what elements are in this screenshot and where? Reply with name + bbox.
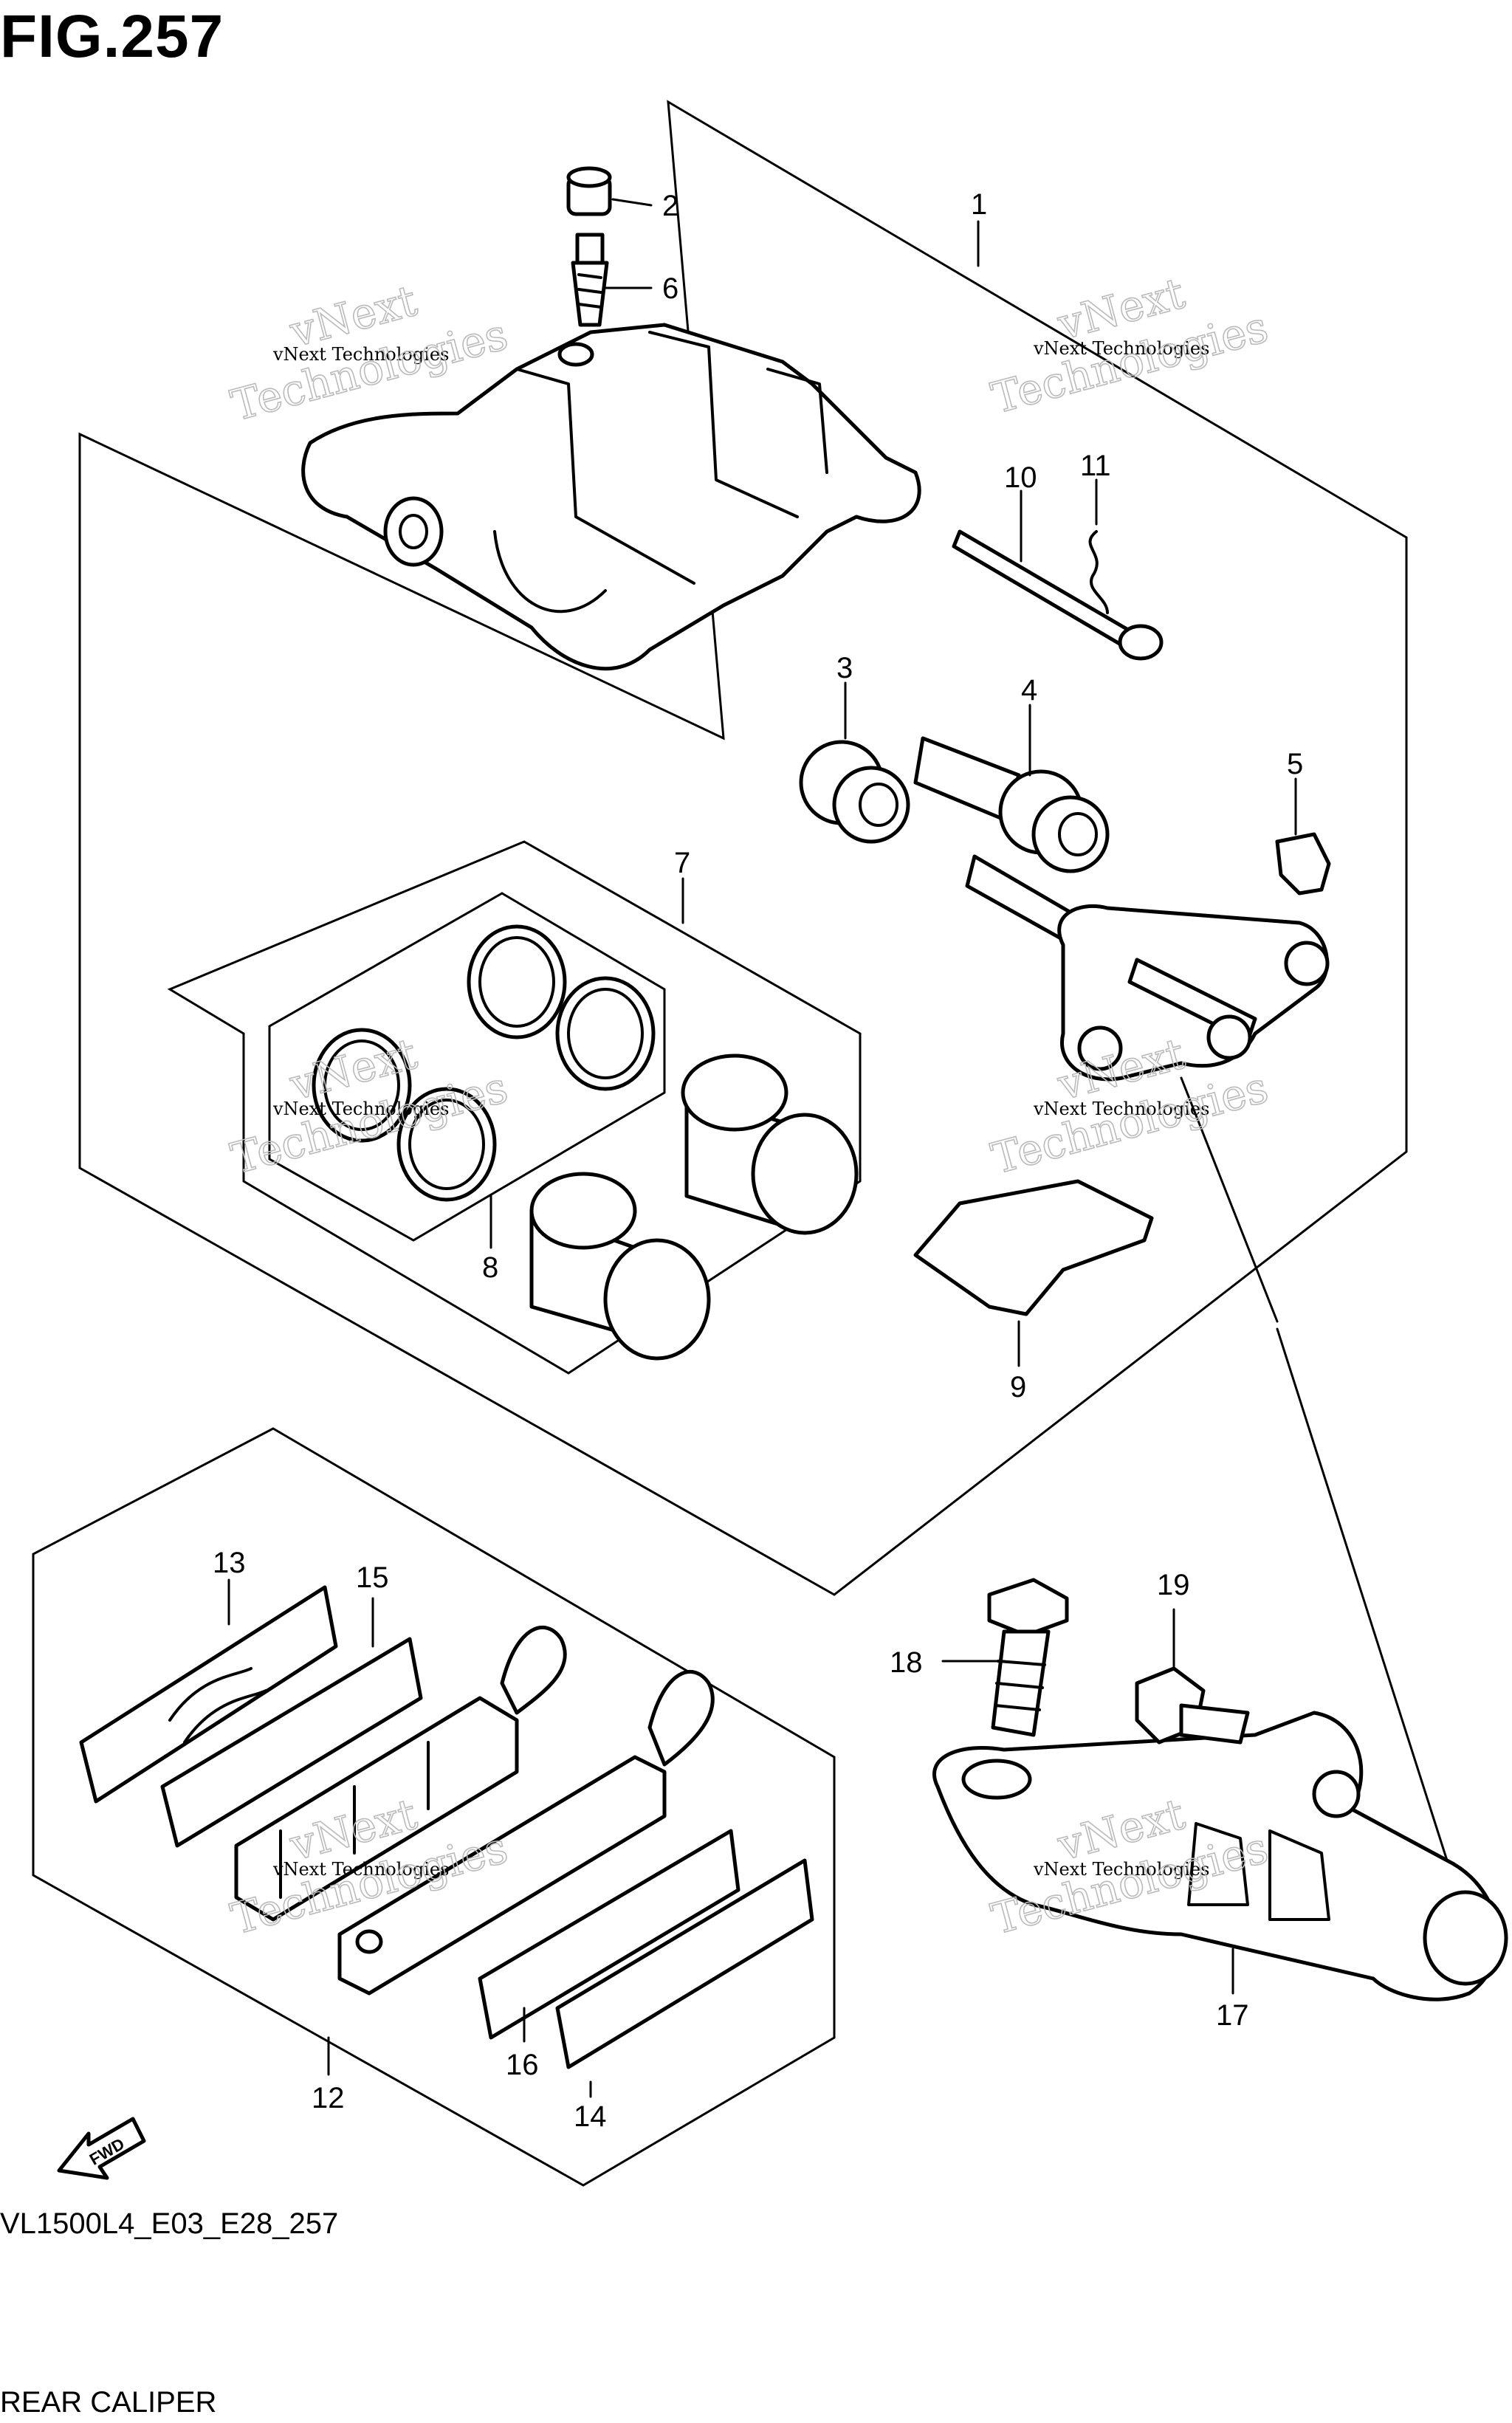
- watermark-line1: vNext Technologies: [1033, 338, 1209, 359]
- bracket-bolt: [987, 1578, 1069, 1737]
- callout-16: 16: [506, 2049, 539, 2081]
- caliper-holder-bracket: [932, 1711, 1508, 2001]
- watermark-line1: vNext Technologies: [272, 344, 449, 365]
- figure-name: REAR CALIPER: [0, 2386, 217, 2419]
- fwd-arrow-icon: FWD: [57, 2117, 146, 2180]
- callout-8: 8: [482, 1251, 498, 1284]
- callout-15: 15: [356, 1561, 389, 1594]
- callout-13: 13: [213, 1547, 246, 1579]
- callout-14: 14: [574, 2100, 607, 2133]
- figure-title: FIG.257: [0, 3, 224, 70]
- callout-1: 1: [971, 188, 987, 221]
- bracket-sleeve: [1135, 1666, 1250, 1745]
- pad-shim-13: [79, 1585, 338, 1804]
- callout-12: 12: [312, 2082, 345, 2114]
- pad-shim-16: [478, 1829, 740, 2040]
- boot-4: [913, 736, 1110, 873]
- pad-pin: [952, 529, 1164, 661]
- brake-pad-right: [337, 1670, 715, 1996]
- callout-17: 17: [1216, 1999, 1249, 2032]
- watermark-top-right: vNext vNext Technologies Technologies: [986, 267, 1274, 424]
- callout-4: 4: [1021, 674, 1037, 707]
- watermark-line1: vNext Technologies: [1033, 1859, 1209, 1880]
- callout-7: 7: [674, 847, 690, 879]
- caliper-pistons: [529, 1054, 859, 1361]
- pin-clip: [1088, 530, 1109, 614]
- caliper-bracket: [965, 854, 1330, 1082]
- pad-shim-14: [555, 1858, 814, 2069]
- callout-19: 19: [1157, 1569, 1190, 1601]
- callout-6: 6: [662, 272, 678, 305]
- group-outline-pad-set: [32, 1427, 836, 2187]
- callout-9: 9: [1010, 1371, 1026, 1403]
- group-outline-caliper-assembly: [78, 100, 1408, 1596]
- leader-lines: [227, 198, 1449, 2098]
- caliper-body: [301, 323, 921, 671]
- boot-3: [799, 740, 910, 844]
- callout-2: 2: [662, 190, 678, 222]
- piston-seals: [312, 924, 656, 1202]
- watermark-line1: vNext Technologies: [1033, 1099, 1209, 1119]
- callout-18: 18: [890, 1646, 923, 1679]
- group-outline-seal-kit: [268, 892, 666, 1242]
- watermark-line1: vNext Technologies: [272, 1099, 449, 1119]
- group-outline-piston-kit: [167, 840, 862, 1375]
- spring-clip: [1275, 832, 1331, 896]
- bleeder-valve: [571, 233, 609, 327]
- callout-11: 11: [1080, 450, 1111, 482]
- callout-10: 10: [1004, 461, 1037, 494]
- pad-shim-15: [160, 1637, 423, 1848]
- pad-spring: [913, 1179, 1154, 1316]
- callout-5: 5: [1287, 748, 1303, 780]
- figure-code: VL1500L4_E03_E28_257: [0, 2207, 339, 2240]
- brake-pad-left: [234, 1626, 567, 1922]
- watermark-line1: vNext Technologies: [272, 1859, 449, 1880]
- bleeder-cap: [566, 166, 612, 216]
- callout-3: 3: [836, 652, 853, 684]
- callout-numbers: 1 2 3 4 5 6 7 8 9 10 11 12 13 14 15 16 1…: [213, 188, 1303, 2133]
